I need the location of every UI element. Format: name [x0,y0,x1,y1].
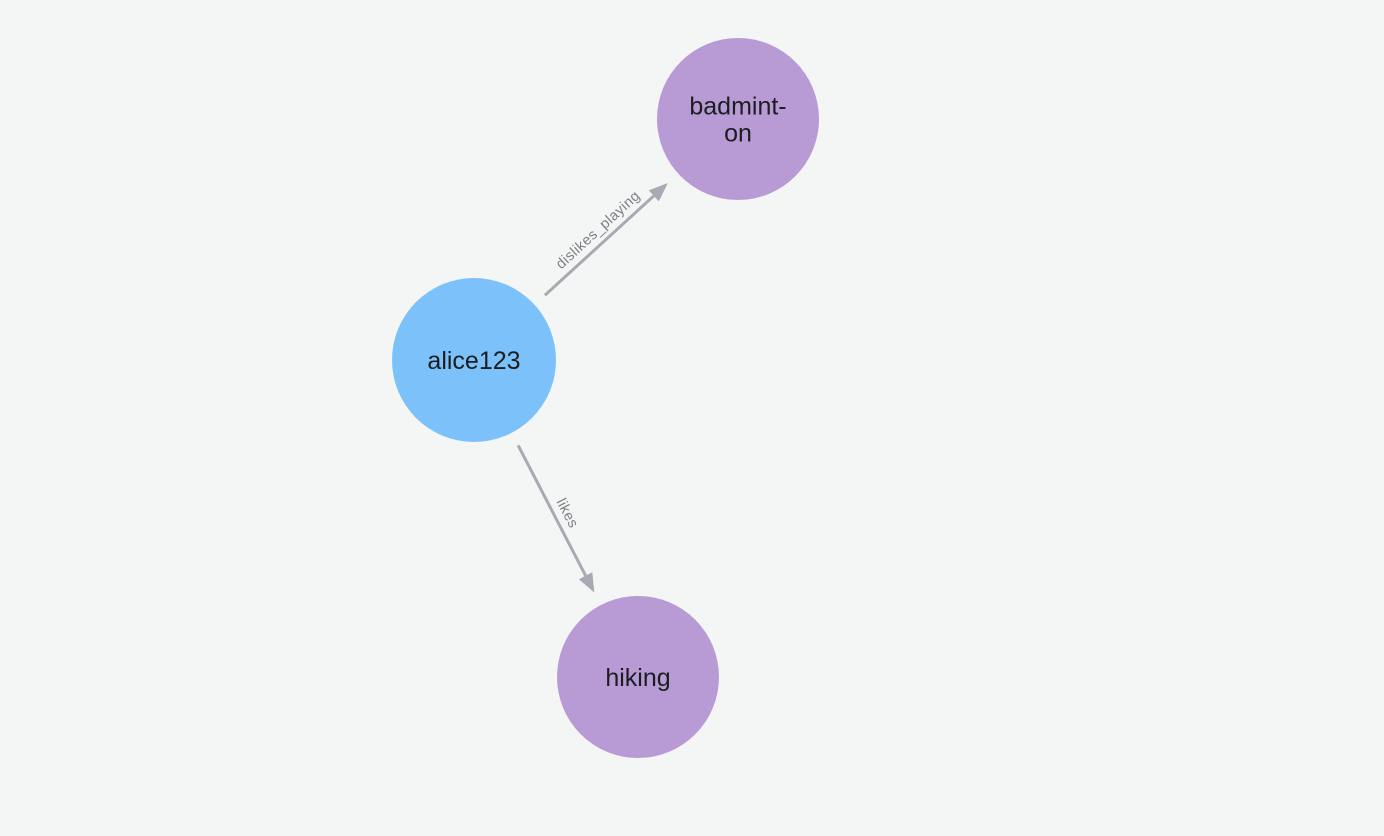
node-circle[interactable] [657,38,819,200]
node-hiking[interactable]: hiking [557,596,719,758]
node-alice123[interactable]: alice123 [392,278,556,442]
edge-arrowhead [578,572,595,593]
node-circle[interactable] [392,278,556,442]
edge-arrowhead [648,183,668,202]
edge-line[interactable] [543,194,655,297]
node-badminton[interactable]: badmint-on [657,38,819,200]
edge-line[interactable] [516,444,587,577]
node-circle[interactable] [557,596,719,758]
